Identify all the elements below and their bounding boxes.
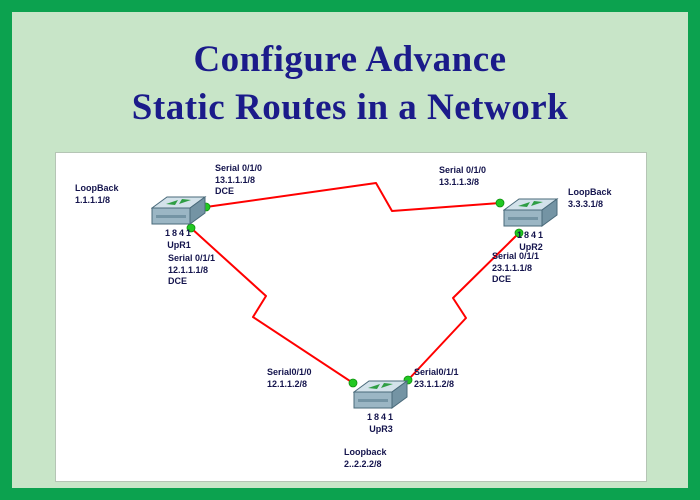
- router-upr2[interactable]: [503, 195, 559, 229]
- label-r2-loopback: LoopBack 3.3.3.1/8: [568, 187, 612, 209]
- router-name: UpR2: [519, 241, 543, 252]
- label-r1-serial-0-1-1: Serial 0/1/1 12.1.1.1/8 DCE: [168, 253, 216, 287]
- router-upr3-label: 1841 UpR3: [346, 412, 416, 435]
- router-upr2-label: 1841 UpR2: [496, 230, 566, 253]
- router-icon: [503, 198, 558, 227]
- router-upr1-label: 1841 UpR1: [144, 228, 214, 251]
- label-r3-serial-0-1-1: Serial0/1/1 23.1.1.2/8: [414, 367, 459, 389]
- port-up-icon: [186, 223, 196, 233]
- port-up-icon: [514, 228, 524, 238]
- router-upr1[interactable]: [151, 193, 207, 227]
- router-name: UpR1: [167, 239, 191, 250]
- router-model: 1841: [516, 230, 546, 240]
- label-r1-loopback: LoopBack 1.1.1.1/8: [75, 183, 119, 205]
- router-model: 1841: [164, 228, 194, 238]
- router-icon: [151, 196, 206, 225]
- router-icon: [353, 380, 408, 409]
- page-title-line1: Configure Advance: [193, 38, 507, 80]
- router-upr3[interactable]: [353, 377, 409, 411]
- serial-link-r1-r3[interactable]: [190, 227, 354, 384]
- router-model: 1841: [366, 412, 396, 422]
- label-r2-serial-0-1-0: Serial 0/1/0 13.1.1.3/8: [439, 165, 487, 187]
- serial-link-r1-r2[interactable]: [205, 182, 501, 212]
- port-up-icon: [348, 378, 358, 388]
- label-r2-serial-0-1-1: Serial 0/1/1 23.1.1.1/8 DCE: [492, 251, 540, 285]
- page-background: Configure Advance Static Routes in a Net…: [12, 12, 688, 488]
- topology-canvas: 1841 UpR1 1841 UpR2 1841 UpR3 LoopBack 1…: [55, 152, 647, 482]
- label-r3-serial-0-1-0: Serial0/1/0 12.1.1.2/8: [267, 367, 312, 389]
- label-r3-loopback: Loopback 2..2.2.2/8: [344, 447, 387, 469]
- label-r1-serial-0-1-0: Serial 0/1/0 13.1.1.1/8 DCE: [215, 163, 263, 197]
- link-layer: [186, 182, 524, 388]
- page-title-line2: Static Routes in a Network: [131, 87, 569, 128]
- serial-link-r2-r3[interactable]: [407, 232, 520, 381]
- port-up-icon: [495, 198, 505, 208]
- router-name: UpR3: [369, 423, 393, 434]
- title-banner: Configure Advance Static Routes in a Net…: [12, 12, 688, 150]
